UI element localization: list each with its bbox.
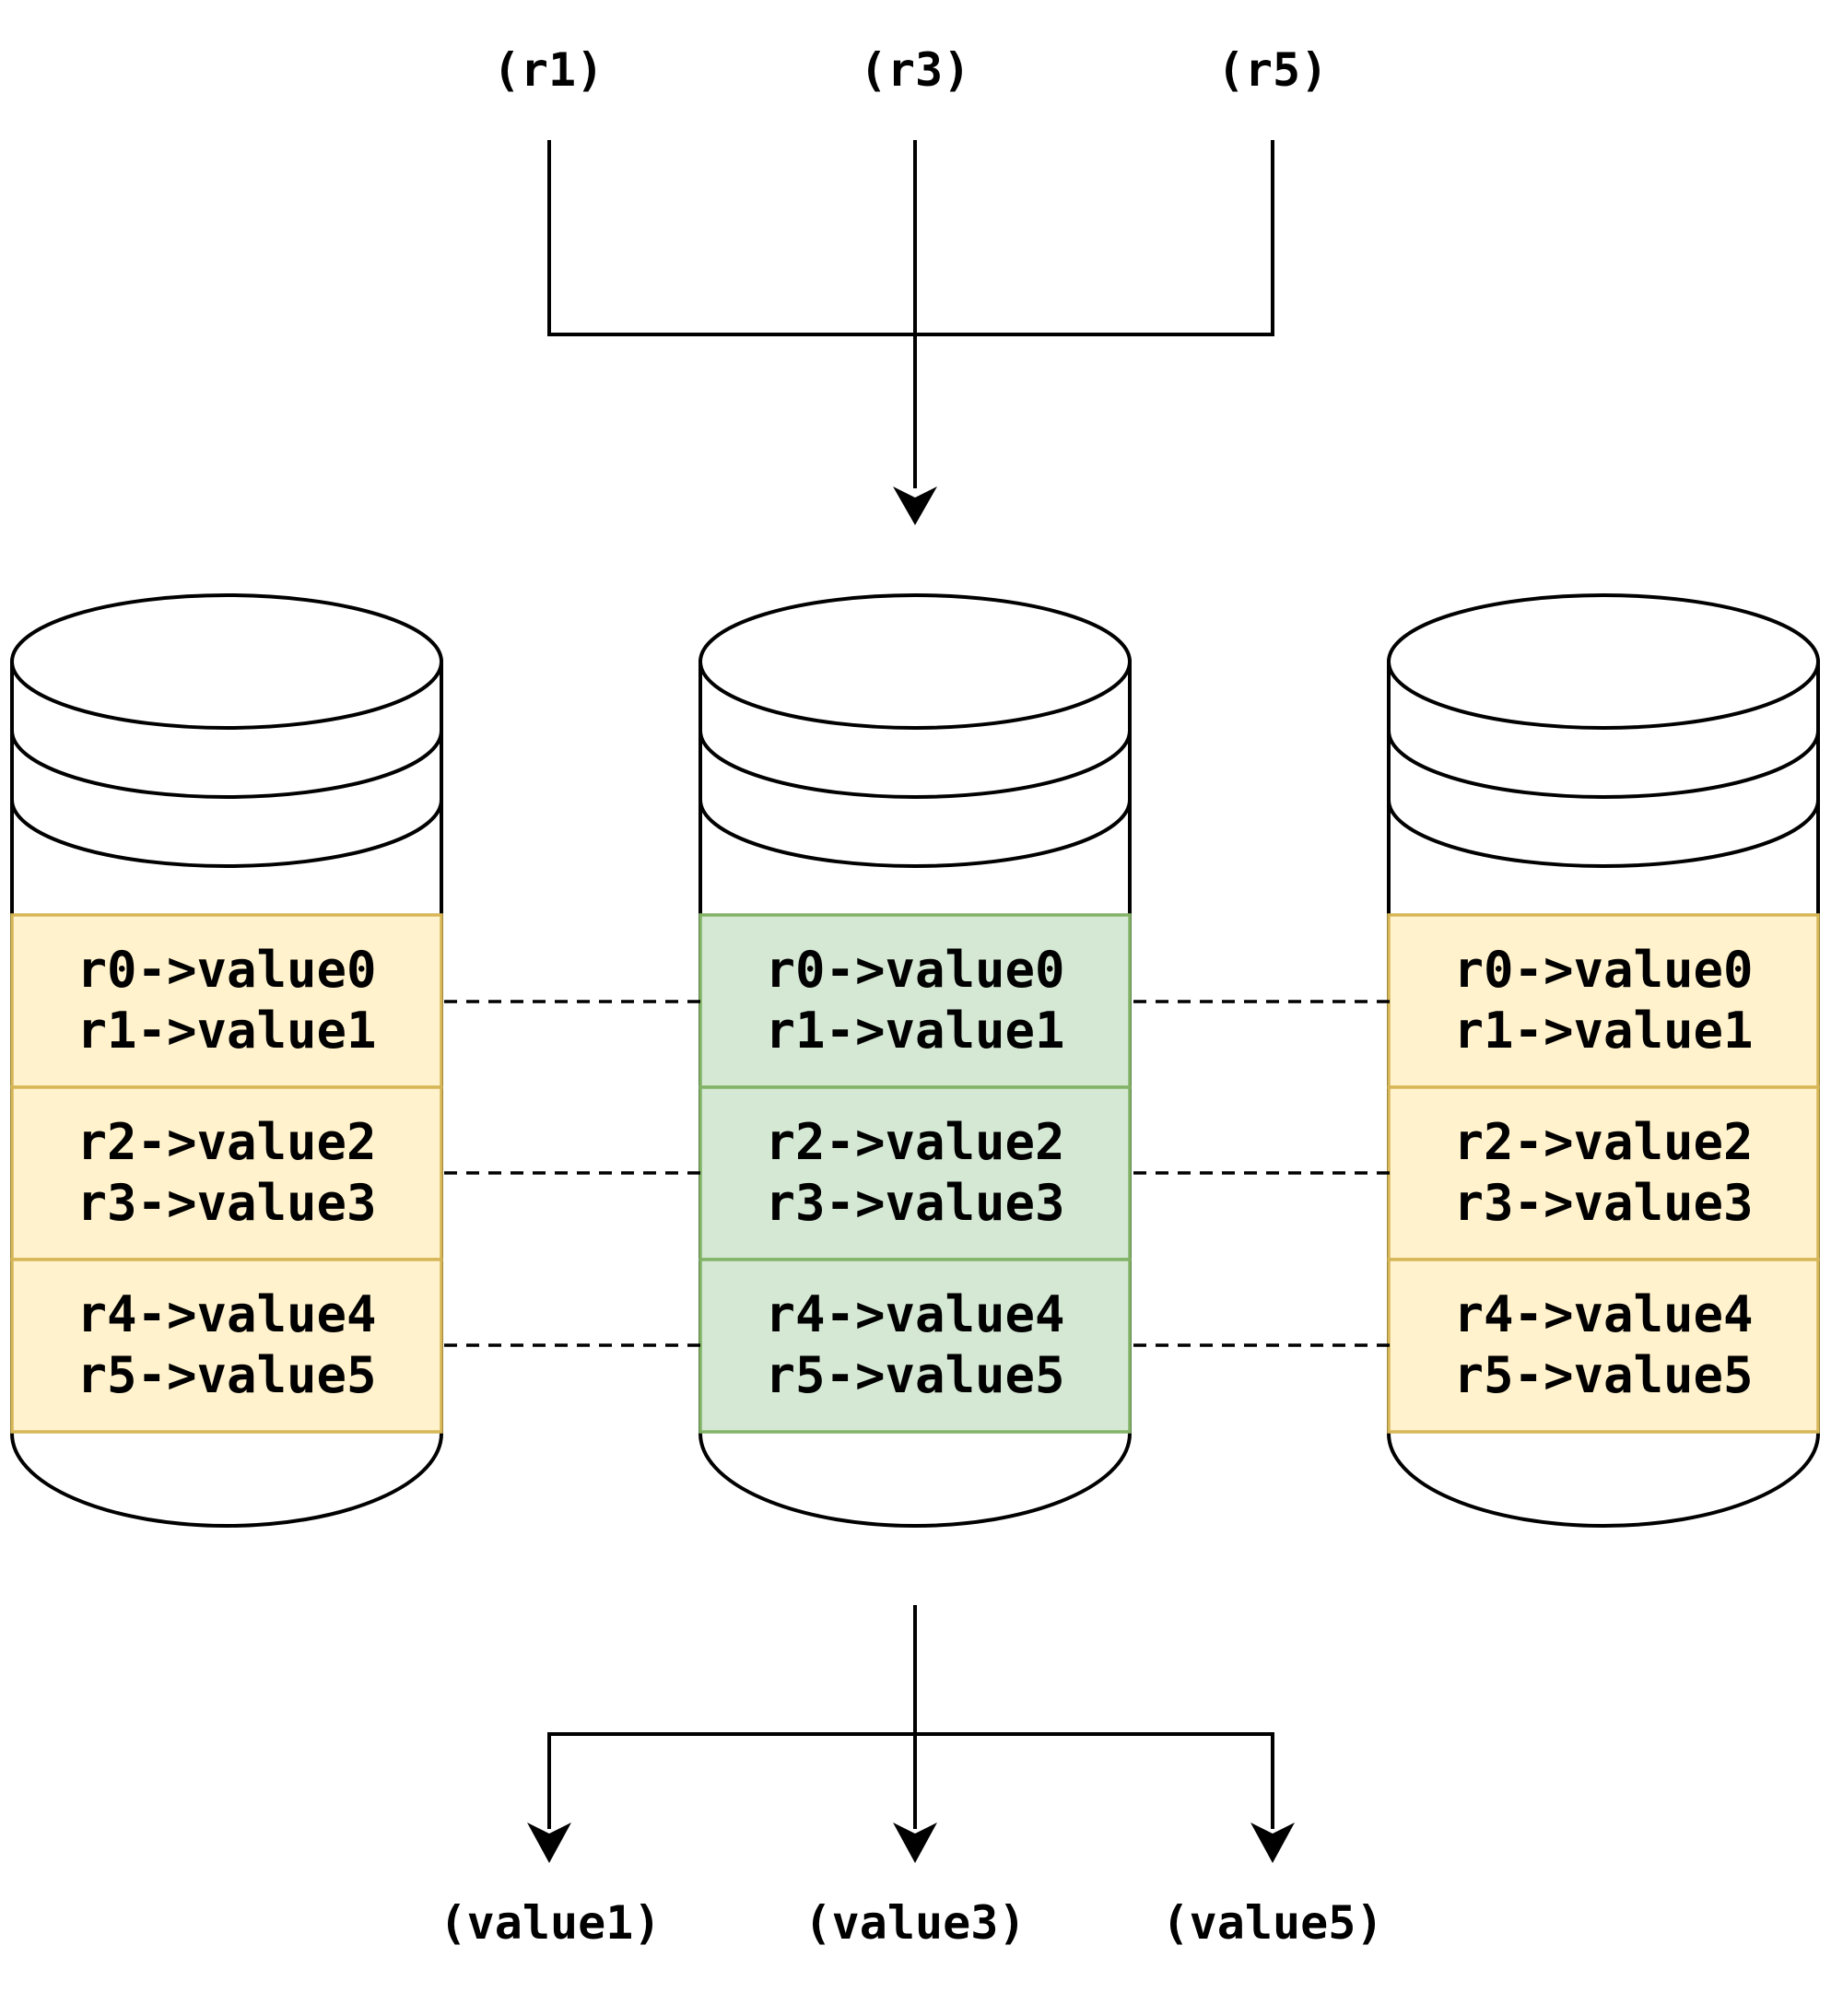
cylinder-top — [698, 593, 1132, 730]
shard-cell — [1387, 913, 1820, 1089]
input-connector — [547, 140, 1274, 525]
output-arrowhead-icon — [1250, 1823, 1295, 1863]
cylinder-disk-rim — [10, 799, 443, 868]
shard-entry: r3->value3 — [1453, 1174, 1753, 1232]
output-arrowhead-icon — [527, 1823, 571, 1863]
shard-entry: r0->value0 — [765, 941, 1064, 999]
shard-entry: r2->value2 — [1453, 1113, 1753, 1171]
output-label-value1: (value1) — [440, 1896, 662, 1950]
shard-cell — [1387, 1085, 1820, 1261]
output-label-value5: (value5) — [1162, 1896, 1384, 1950]
shard-cell — [698, 1258, 1132, 1434]
shard-cell — [698, 913, 1132, 1089]
shard-entry: r1->value1 — [765, 1002, 1064, 1060]
cylinder-disk-rim — [1387, 799, 1820, 868]
cylinder-disk-rim — [10, 730, 443, 799]
shard-entry: r0->value0 — [76, 941, 376, 999]
shard-entry: r1->value1 — [76, 1002, 376, 1060]
input-label-r1: (r1) — [493, 43, 604, 97]
shard-entry: r4->value4 — [765, 1285, 1064, 1343]
input-label-r5: (r5) — [1217, 43, 1328, 97]
shard-entry: r1->value1 — [1453, 1002, 1753, 1060]
output-connector — [527, 1605, 1295, 1863]
cylinder-disk-rim — [698, 730, 1132, 799]
shard-entry: r4->value4 — [1453, 1285, 1753, 1343]
shard-entry: r2->value2 — [765, 1113, 1064, 1171]
input-label-r3: (r3) — [860, 43, 970, 97]
shard-entry: r4->value4 — [76, 1285, 376, 1343]
shard-cell — [698, 1085, 1132, 1261]
shard-entry: r5->value5 — [76, 1346, 376, 1404]
cylinder-disk-rim — [698, 799, 1132, 868]
cylinder-disk-rim — [1387, 730, 1820, 799]
output-arrowhead-icon — [893, 1823, 937, 1863]
shard-cell — [10, 1085, 443, 1261]
shard-entry: r0->value0 — [1453, 941, 1753, 999]
shard-entry: r5->value5 — [765, 1346, 1064, 1404]
shard-entry: r3->value3 — [76, 1174, 376, 1232]
shard-cell — [1387, 1258, 1820, 1434]
output-label-value3: (value3) — [804, 1896, 1027, 1950]
shard-entry: r2->value2 — [76, 1113, 376, 1171]
input-arrowhead-icon — [893, 486, 937, 525]
cylinder-top — [1387, 593, 1820, 730]
shard-cell — [10, 1258, 443, 1434]
shard-entry: r3->value3 — [765, 1174, 1064, 1232]
shard-entry: r5->value5 — [1453, 1346, 1753, 1404]
shard-cell — [10, 913, 443, 1089]
cylinder-top — [10, 593, 443, 730]
